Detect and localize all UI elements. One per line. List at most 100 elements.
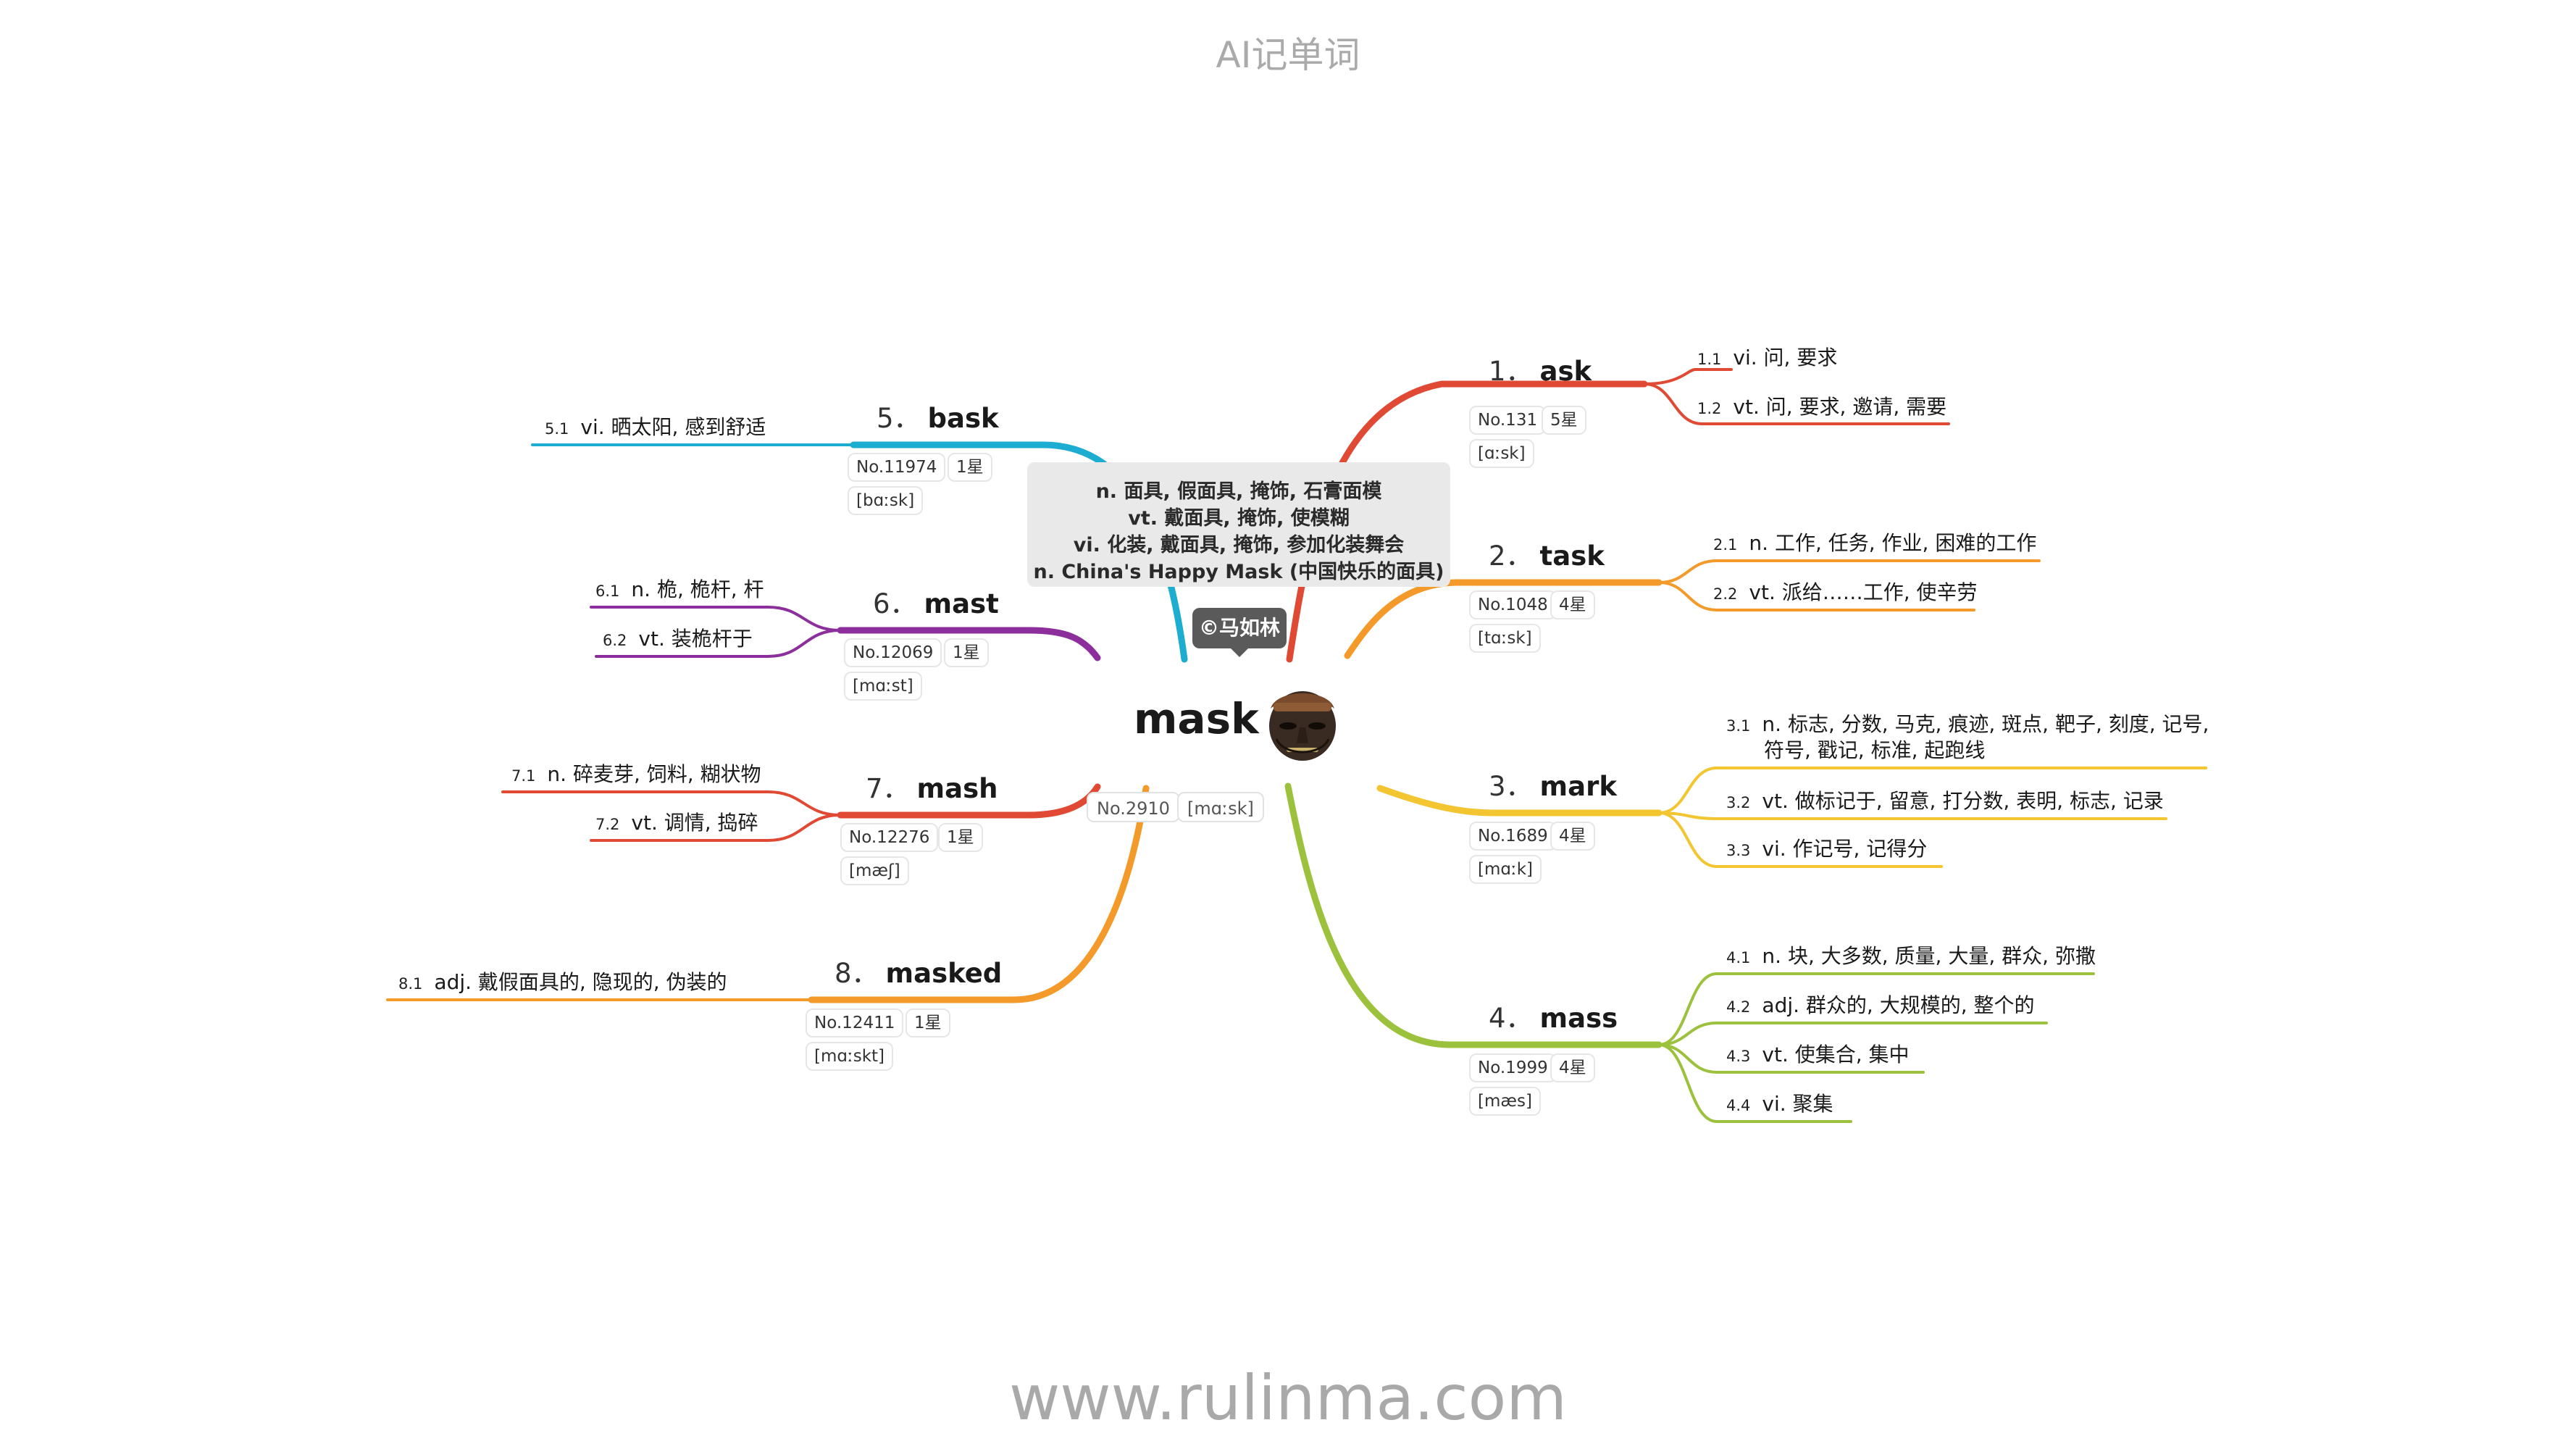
sense-number: 7.2 [595,816,620,833]
sense-number: 1.1 [1697,351,1722,368]
sense-number: 6.1 [595,582,620,600]
definition-line: n. 面具, 假面具, 掩饰, 石膏面模 [1095,480,1382,503]
word-number-tag: No.1689 [1469,822,1557,851]
star-rating-tag: 1星 [948,453,992,482]
sense-item: 4.4 vi. 聚集 [1726,1088,1833,1117]
sense-text: vt. 问, 要求, 邀请, 需要 [1733,395,1947,419]
sense-item: 7.1 n. 碎麦芽, 饲料, 糊状物 [511,759,761,788]
author-badge: ©马如林 [1192,608,1287,657]
word-number-tag: No.12411 [806,1009,904,1037]
word-index: 7． [866,773,910,804]
word-title-mash: 7．mash [866,767,998,806]
sense-item: 1.1 vi. 问, 要求 [1697,342,1837,371]
phonetic-tag: [mɑːst] [844,672,922,701]
word-title-mast: 6．mast [873,582,999,621]
sense-text: vt. 调情, 捣碎 [631,811,758,835]
sense-number: 4.4 [1726,1097,1751,1114]
word-text: bask [927,403,999,434]
sense-item: 7.2 vt. 调情, 捣碎 [595,807,758,836]
word-title-ask: 1．ask [1489,349,1592,388]
phonetic-tag: [mæs] [1469,1087,1541,1116]
branch-mark [1376,785,1663,817]
branch-mass [1284,782,1663,1048]
sense-text: vt. 做标记于, 留意, 打分数, 表明, 标志, 记录 [1762,789,2164,813]
star-rating-tag: 1星 [938,823,983,852]
word-number-tag: No.1999 [1469,1053,1557,1082]
sense-text: adj. 群众的, 大规模的, 整个的 [1762,993,2035,1017]
word-index: 4． [1489,1003,1533,1034]
definition-line: n. China's Happy Mask (中国快乐的面具) [1033,561,1444,583]
sense-number: 2.2 [1713,585,1738,603]
star-rating-tag: 1星 [944,638,989,667]
word-title-task: 2．task [1489,534,1605,573]
mask-icon [1269,691,1336,761]
sense-text: vt. 派给……工作, 使辛劳 [1749,580,1978,604]
branch-mast [837,627,1101,661]
word-index: 5． [877,403,921,434]
phonetic-tag: [bɑːsk] [848,486,924,515]
word-number-tag: No.1048 [1469,590,1557,619]
sense-number: 5.1 [545,420,569,438]
footer-url: www.rulinma.com [1008,1362,1568,1435]
word-text: mark [1539,771,1617,802]
sense-text-continued: 符号, 戳记, 标准, 起跑线 [1764,738,1986,762]
sense-number: 1.2 [1697,400,1722,417]
sense-number: 3.2 [1726,794,1751,811]
word-title-mark: 3．mark [1489,764,1617,803]
sense-number: 3.1 [1726,717,1751,735]
sense-text: adj. 戴假面具的, 隐现的, 伪装的 [434,970,727,994]
branch-masked [808,785,1150,1003]
word-text: mass [1539,1003,1618,1034]
sense-text: vi. 问, 要求 [1733,346,1838,369]
word-text: masked [885,958,1003,989]
word-index: 6． [873,588,917,619]
sense-text: vi. 晒太阳, 感到舒适 [580,415,766,439]
sense-item: 4.2 adj. 群众的, 大规模的, 整个的 [1726,990,2035,1019]
definition-line: vt. 戴面具, 掩饰, 使模糊 [1128,507,1350,530]
word-number-tag: No.12069 [844,638,942,667]
sense-text: n. 碎麦芽, 饲料, 糊状物 [547,762,761,786]
phonetic-tag: [mɑːskt] [806,1042,894,1071]
sense-item: 6.1 n. 桅, 桅杆, 杆 [595,574,764,603]
word-number-tag: No.131 [1469,406,1547,435]
sense-text: vi. 作记号, 记得分 [1762,837,1928,861]
word-title-bask: 5．bask [877,396,999,435]
word-index: 2． [1489,540,1533,572]
word-number-tag: No.12276 [840,823,939,852]
star-rating-tag: 4星 [1550,822,1595,851]
sense-number: 3.3 [1726,842,1751,859]
sense-item: 2.2 vt. 派给……工作, 使辛劳 [1713,577,1978,606]
sense-text: n. 块, 大多数, 质量, 大量, 群众, 弥撒 [1762,944,2096,968]
star-rating-tag: 4星 [1550,590,1595,619]
star-rating-tag: 5星 [1542,406,1586,435]
phonetic-tag: [mɑːk] [1469,855,1542,884]
sense-item: 3.3 vi. 作记号, 记得分 [1726,833,1927,862]
word-title-masked: 8．masked [835,951,1002,990]
definition-box: n. 面具, 假面具, 掩饰, 石膏面模 vt. 戴面具, 掩饰, 使模糊 vi… [1027,462,1450,587]
word-title-mass: 4．mass [1489,996,1618,1035]
sense-item: 5.1 vi. 晒太阳, 感到舒适 [545,412,766,440]
sense-text: n. 桅, 桅杆, 杆 [631,577,764,601]
phonetic-tag: [ɑːsk] [1469,439,1534,468]
sense-item: 1.2 vt. 问, 要求, 邀请, 需要 [1697,391,1946,420]
star-rating-tag: 1星 [906,1009,950,1037]
definition-line: vi. 化装, 戴面具, 掩饰, 参加化装舞会 [1073,534,1405,556]
sense-text: n. 标志, 分数, 马克, 痕迹, 斑点, 靶子, 刻度, 记号, [1762,712,2209,736]
phonetic-tag: [tɑːsk] [1469,624,1541,653]
word-text: mash [916,773,998,804]
sense-item: 3.1 n. 标志, 分数, 马克, 痕迹, 斑点, 靶子, 刻度, 记号, [1726,709,2209,738]
sense-text: vt. 装桅杆于 [638,627,753,651]
sense-number: 6.2 [603,632,627,649]
sense-number: 4.2 [1726,998,1751,1016]
sense-number: 2.1 [1713,536,1738,554]
sense-text: vi. 聚集 [1762,1092,1833,1116]
sense-number: 4.3 [1726,1048,1751,1065]
word-index: 3． [1489,771,1533,802]
sense-item: 3.2 vt. 做标记于, 留意, 打分数, 表明, 标志, 记录 [1726,785,2164,814]
sense-number: 7.1 [511,767,536,785]
word-text: task [1539,540,1605,572]
word-index: 8． [835,958,879,989]
